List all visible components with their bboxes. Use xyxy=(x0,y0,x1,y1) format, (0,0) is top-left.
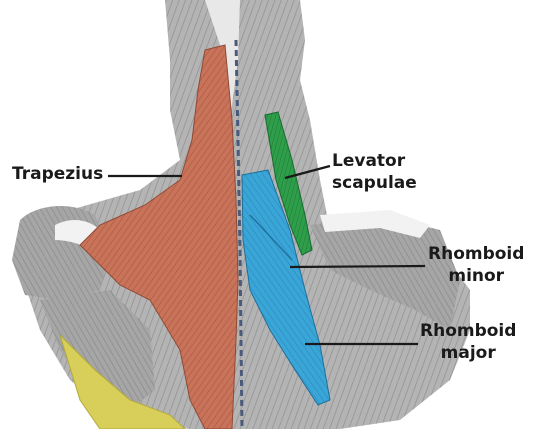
levator-label-line1: Levator xyxy=(332,150,417,172)
rhomboid-major-label-line2: major xyxy=(420,342,516,364)
trapezius-label: Trapezius xyxy=(12,163,103,185)
rhomboid-minor-leader xyxy=(290,266,425,267)
levator-label-line2: scapulae xyxy=(332,172,417,194)
rhomboid-major-label-line1: Rhomboid xyxy=(420,320,516,342)
rhomboid-minor-label-line2: minor xyxy=(428,265,524,287)
rhomboid-minor-label-line1: Rhomboid xyxy=(428,243,524,265)
levator-scapulae-label: Levator scapulae xyxy=(332,150,417,194)
trapezius-label-text: Trapezius xyxy=(12,163,103,185)
rhomboid-major-label: Rhomboid major xyxy=(420,320,516,364)
rhomboid-minor-label: Rhomboid minor xyxy=(428,243,524,287)
